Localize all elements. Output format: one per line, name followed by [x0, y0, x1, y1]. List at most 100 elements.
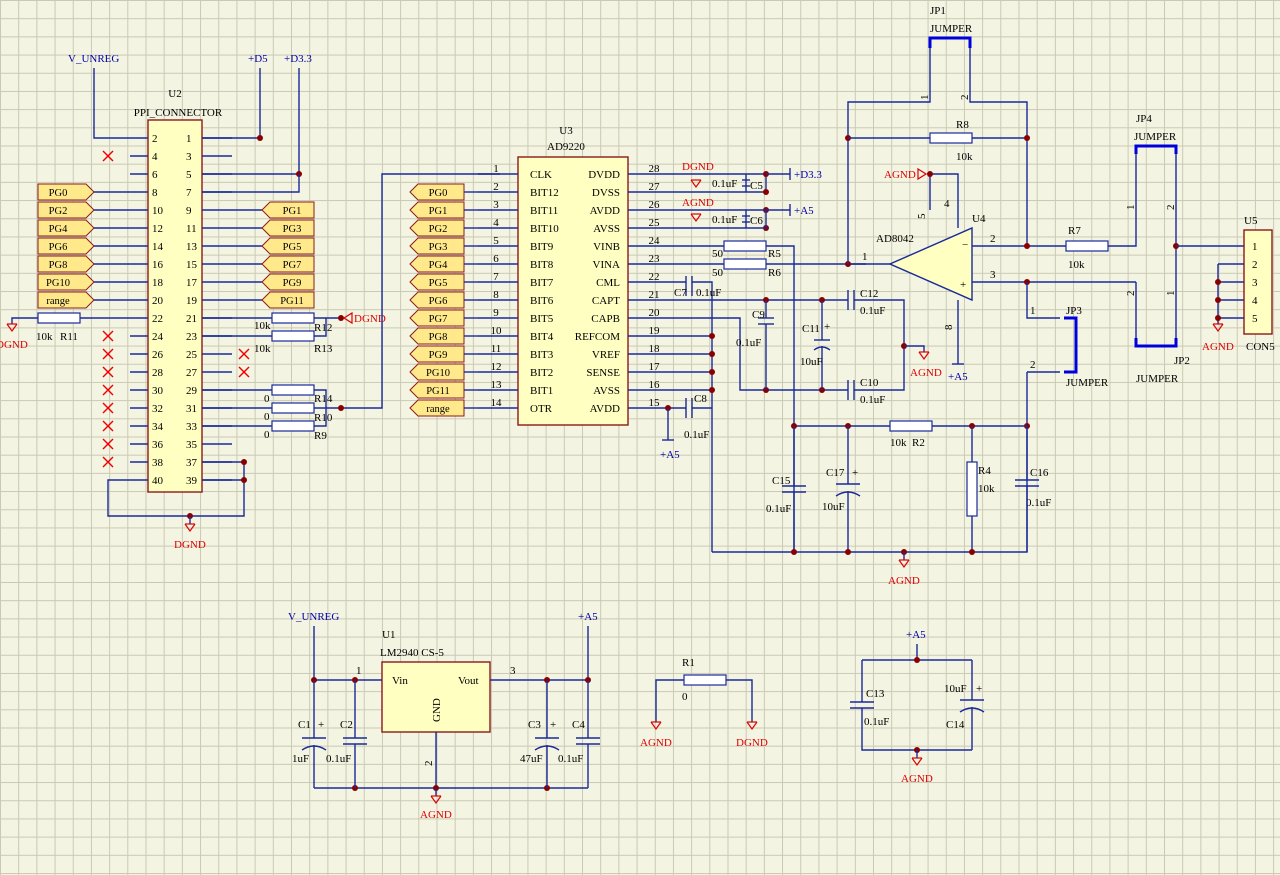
- u4-plus: +: [960, 279, 966, 291]
- c16-value: 0.1uF: [1026, 497, 1051, 509]
- u3-pin-name: BIT8: [530, 259, 554, 271]
- u2-pin-number: 18: [152, 277, 164, 289]
- net-label-d33: +D3.3: [284, 53, 312, 65]
- jp1-pin2: 2: [959, 95, 971, 101]
- u2-ppi-connector[interactable]: U2 PPI_CONNECTOR 24681012141618202224262…: [130, 88, 232, 493]
- u2-port-label: PG7: [283, 260, 302, 271]
- u3-pin-name: BIT6: [530, 295, 554, 307]
- r14-ref: R14: [314, 393, 333, 405]
- u1-ref: U1: [382, 629, 395, 641]
- u3-port-label: PG9: [429, 350, 448, 361]
- r5-value: 50: [712, 248, 724, 260]
- u2-pin-number: 27: [186, 367, 198, 379]
- u2-port-pg6: [37, 237, 95, 255]
- reference-filter-network: 10k R2 C15 0.1uF C17 + 10uF R4 10k C16 0…: [712, 420, 1051, 587]
- u1-gnd: GND: [431, 698, 443, 722]
- u2-wiring: V_UNREG +D5 +D3.3 DGND 10k R11 DGND 10k …: [0, 53, 500, 551]
- u3-pin-number: 5: [493, 235, 499, 247]
- u2-pin-number: 30: [152, 385, 164, 397]
- u2-port-pg3: [261, 219, 315, 237]
- u2-pin-number: 37: [186, 457, 198, 469]
- u1-pin3: 3: [510, 665, 516, 677]
- u2-pin-number: 31: [186, 403, 197, 415]
- c8-ref: C8: [694, 393, 707, 405]
- u3-pin-number: 12: [491, 361, 502, 373]
- u2-pin-number: 14: [152, 241, 164, 253]
- u3-pin-number: 22: [649, 271, 660, 283]
- jp3-jumper[interactable]: JP3 JUMPER 1 2: [1030, 305, 1109, 389]
- u2-port-label: range: [46, 296, 70, 307]
- u3-pin-number: 20: [649, 307, 661, 319]
- c5-value: 0.1uF: [712, 178, 737, 190]
- jp3-pin2: 2: [1030, 359, 1036, 371]
- r11-ref: R11: [60, 331, 78, 343]
- u4-pin8: 8: [943, 324, 955, 330]
- r1-bridge[interactable]: AGND DGND R1 0: [640, 657, 768, 749]
- u4-pin5: 5: [916, 213, 928, 219]
- u3-pin-number: 18: [649, 343, 661, 355]
- u3-pin-number: 11: [491, 343, 502, 355]
- u3-port-label: PG6: [429, 296, 448, 307]
- u5-pin-number: 4: [1252, 295, 1258, 307]
- jp2-ref: JP2: [1174, 355, 1190, 367]
- u3-pin-number: 23: [649, 253, 661, 265]
- c6-value: 0.1uF: [712, 214, 737, 226]
- u3-pin-number: 21: [649, 289, 660, 301]
- c12-ref: C12: [860, 288, 878, 300]
- no-connect-mark: [102, 420, 114, 432]
- output-stage: R7 10k JP4 JUMPER 1 2 JP2 JUMPER 2 1: [1065, 113, 1244, 385]
- u5-name: CON5: [1246, 341, 1275, 353]
- u3-port-label: PG2: [429, 224, 448, 235]
- jp3-ref: JP3: [1066, 305, 1082, 317]
- u2-port-pg0: [37, 183, 95, 201]
- u2-port-label: PG3: [283, 224, 302, 235]
- r13-ref: R13: [314, 343, 333, 355]
- c9-ref: C9: [752, 309, 765, 321]
- u2-port-pg8: [37, 255, 95, 273]
- u2-port-label: PG11: [280, 296, 304, 307]
- u2-pin-number: 7: [186, 187, 192, 199]
- jp1-jumper[interactable]: JP1 JUMPER 1 2: [919, 5, 973, 100]
- c8-value: 0.1uF: [684, 429, 709, 441]
- u2-pin-number: 36: [152, 439, 164, 451]
- u5-pin-number: 1: [1252, 241, 1258, 253]
- u3-pin-number: 1: [493, 163, 499, 175]
- u4-ad8042[interactable]: − + U4 AD8042 1 2 3 4 5 8: [862, 198, 996, 330]
- c4-value: 0.1uF: [558, 753, 583, 765]
- c1-plus: +: [318, 719, 324, 731]
- c4-ref: C4: [572, 719, 585, 731]
- jp3-pin1: 1: [1030, 305, 1036, 317]
- u2-pin-number: 22: [152, 313, 163, 325]
- u3-pin-name: BIT9: [530, 241, 554, 253]
- u3-pin-name: VINB: [593, 241, 620, 253]
- c14-ref: C14: [946, 719, 965, 731]
- no-connect-mark: [102, 456, 114, 468]
- u3-body: [517, 156, 629, 426]
- r6-ref: R6: [768, 267, 781, 279]
- jp4-name: JUMPER: [1134, 131, 1177, 143]
- u5-pin-number: 2: [1252, 259, 1258, 271]
- u3-port-label: PG11: [426, 386, 450, 397]
- u3-ref: U3: [559, 125, 573, 137]
- dgnd-bottom-label: DGND: [174, 539, 206, 551]
- c7-value: 0.1uF: [696, 287, 721, 299]
- u2-pin-number: 17: [186, 277, 198, 289]
- u2-pin-number: 21: [186, 313, 197, 325]
- u4-name: AD8042: [876, 233, 914, 245]
- u2-pin-number: 5: [186, 169, 192, 181]
- u3-pin-name: VINA: [593, 259, 621, 271]
- c10-ref: C10: [860, 377, 879, 389]
- u2-pin-number: 29: [186, 385, 198, 397]
- no-connect-mark: [102, 438, 114, 450]
- u3-pin-number: 16: [649, 379, 661, 391]
- jp1-name: JUMPER: [930, 23, 973, 35]
- u2-pin-number: 16: [152, 259, 164, 271]
- net-label-a5-c13: +A5: [906, 629, 926, 641]
- u4-ref: U4: [972, 213, 986, 225]
- c13-c14-decoupling[interactable]: +A5 AGND C13 0.1uF 10uF + C14: [850, 629, 985, 785]
- u2-pin-number: 33: [186, 421, 198, 433]
- jp1-pin1: 1: [919, 95, 931, 101]
- u1-lm2940[interactable]: U1 LM2940 CS-5 Vin Vout GND 1 3 2: [356, 629, 516, 766]
